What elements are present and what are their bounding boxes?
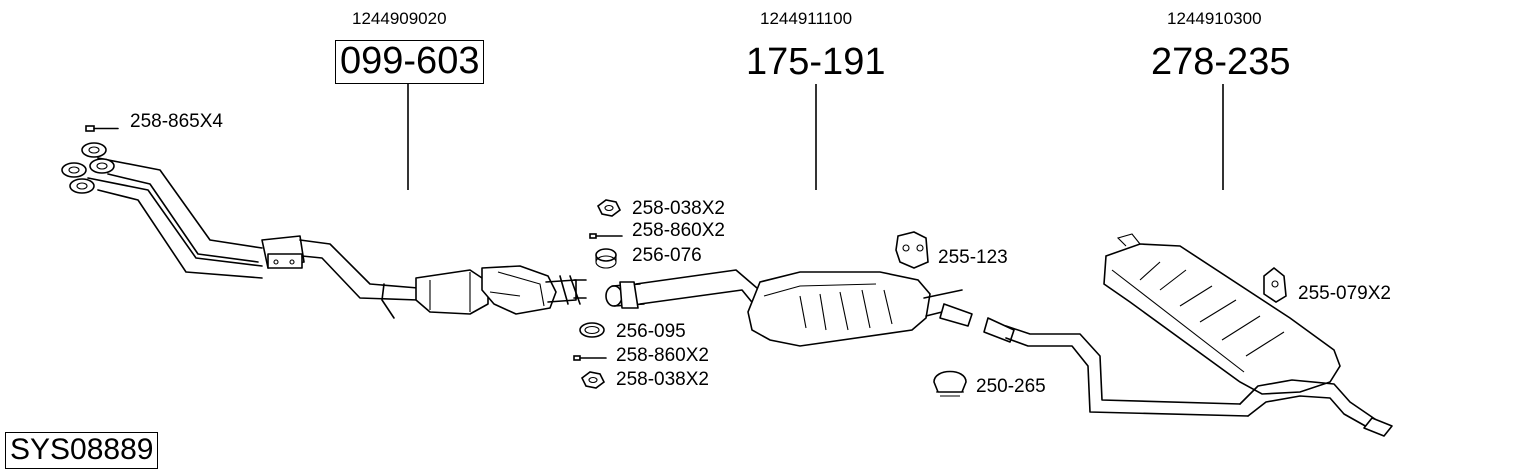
assembly-oem-number: 1244910300 [1167,9,1262,28]
assembly-oem-number: 1244911100 [760,9,853,28]
rubber-hanger-icon [895,231,929,269]
nut-icon [596,199,622,217]
pipe-clamp-icon [933,370,967,397]
centre-silencer-drawing [605,269,973,347]
assembly-part-number[interactable]: 278-235 [1151,41,1291,83]
part-label[interactable]: 258-865X4 [130,111,223,132]
nut-icon [580,371,606,389]
part-label[interactable]: 255-123 [938,247,1008,268]
bolt-icon [589,233,623,239]
gasket-ring-icon [595,248,617,269]
part-label[interactable]: 258-860X2 [632,220,725,241]
bolt-icon [573,355,607,361]
part-label[interactable]: 258-038X2 [616,369,709,390]
part-label[interactable]: 258-860X2 [616,345,709,366]
part-label[interactable]: 256-095 [616,321,686,342]
front-pipe-drawing [61,142,587,319]
rear-silencer-drawing [983,233,1393,437]
assembly-oem-number: 1244909020 [352,9,447,28]
part-label[interactable]: 255-079X2 [1298,283,1391,304]
part-label[interactable]: 258-038X2 [632,198,725,219]
assembly-part-number[interactable]: 099-603 [335,40,485,84]
system-code: SYS08889 [5,432,159,469]
part-label[interactable]: 256-076 [632,245,702,266]
rubber-hanger-icon [1263,266,1287,303]
assembly-part-number[interactable]: 175-191 [746,41,886,83]
gasket-ring-icon [579,322,605,338]
bolt-icon [85,125,119,132]
part-label[interactable]: 250-265 [976,376,1046,397]
